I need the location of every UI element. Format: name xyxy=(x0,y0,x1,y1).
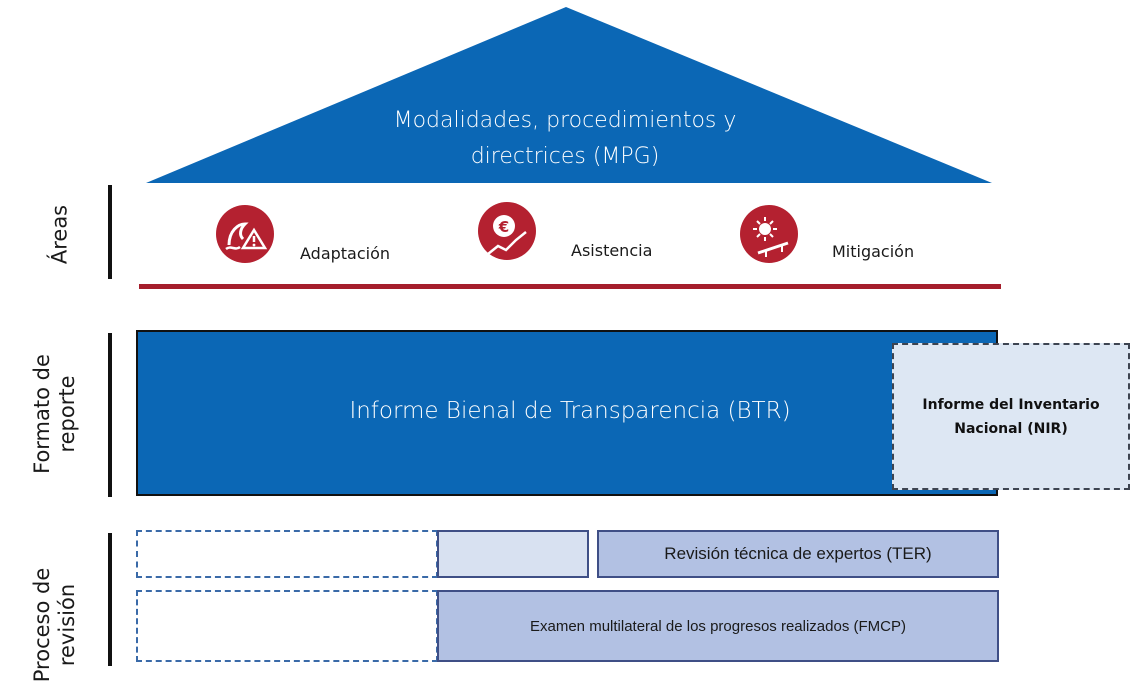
review-row-bar xyxy=(108,533,112,666)
roof-triangle xyxy=(146,7,992,183)
nir-label: Informe del Inventario Nacional (NIR) xyxy=(922,393,1099,441)
fmcp-label: Examen multilateral de los progresos rea… xyxy=(530,617,906,635)
areas-baseline xyxy=(139,284,1001,289)
areas-row-bar xyxy=(108,185,112,279)
report-row-label: Formato de reporte xyxy=(30,344,80,484)
roof-title-line1: Modalidades, procedimientos y xyxy=(393,108,737,133)
euro-growth-icon: € xyxy=(478,202,536,260)
review-light-box xyxy=(437,530,589,578)
fmcp-box: Examen multilateral de los progresos rea… xyxy=(437,590,999,662)
report-row-label-line2: reporte xyxy=(55,375,79,453)
sun-solar-panel-icon xyxy=(740,205,798,263)
roof-title: Modalidades, procedimientos y directrice… xyxy=(300,103,830,175)
area-label-asistencia: Asistencia xyxy=(571,241,653,260)
ter-label: Revisión técnica de expertos (TER) xyxy=(664,544,932,563)
nir-label-line1: Informe del Inventario xyxy=(922,396,1100,413)
ter-box: Revisión técnica de expertos (TER) xyxy=(597,530,999,578)
nir-label-line2: Nacional (NIR) xyxy=(954,420,1068,437)
nir-box: Informe del Inventario Nacional (NIR) xyxy=(892,343,1130,490)
review-row-label-line2: revisión xyxy=(55,583,79,667)
svg-text:€: € xyxy=(498,218,509,236)
report-row-label-line1: Formato de xyxy=(30,354,54,474)
review-placeholder-bottom xyxy=(136,590,438,662)
roof-title-line2: directrices (MPG) xyxy=(470,144,660,169)
review-row-label: Proceso de revisión xyxy=(30,555,80,695)
area-label-adaptacion: Adaptación xyxy=(300,244,391,263)
areas-row-label: Áreas xyxy=(48,195,73,275)
report-row-bar xyxy=(108,333,112,497)
btr-label: Informe Bienal de Transparencia (BTR) xyxy=(349,398,791,424)
review-row-label-line1: Proceso de xyxy=(30,567,54,683)
review-placeholder-top xyxy=(136,530,438,578)
area-label-mitigacion: Mitigación xyxy=(832,242,915,261)
btr-box xyxy=(136,330,998,496)
areas-row-label-text: Áreas xyxy=(47,204,72,265)
wave-warning-icon xyxy=(216,205,274,263)
